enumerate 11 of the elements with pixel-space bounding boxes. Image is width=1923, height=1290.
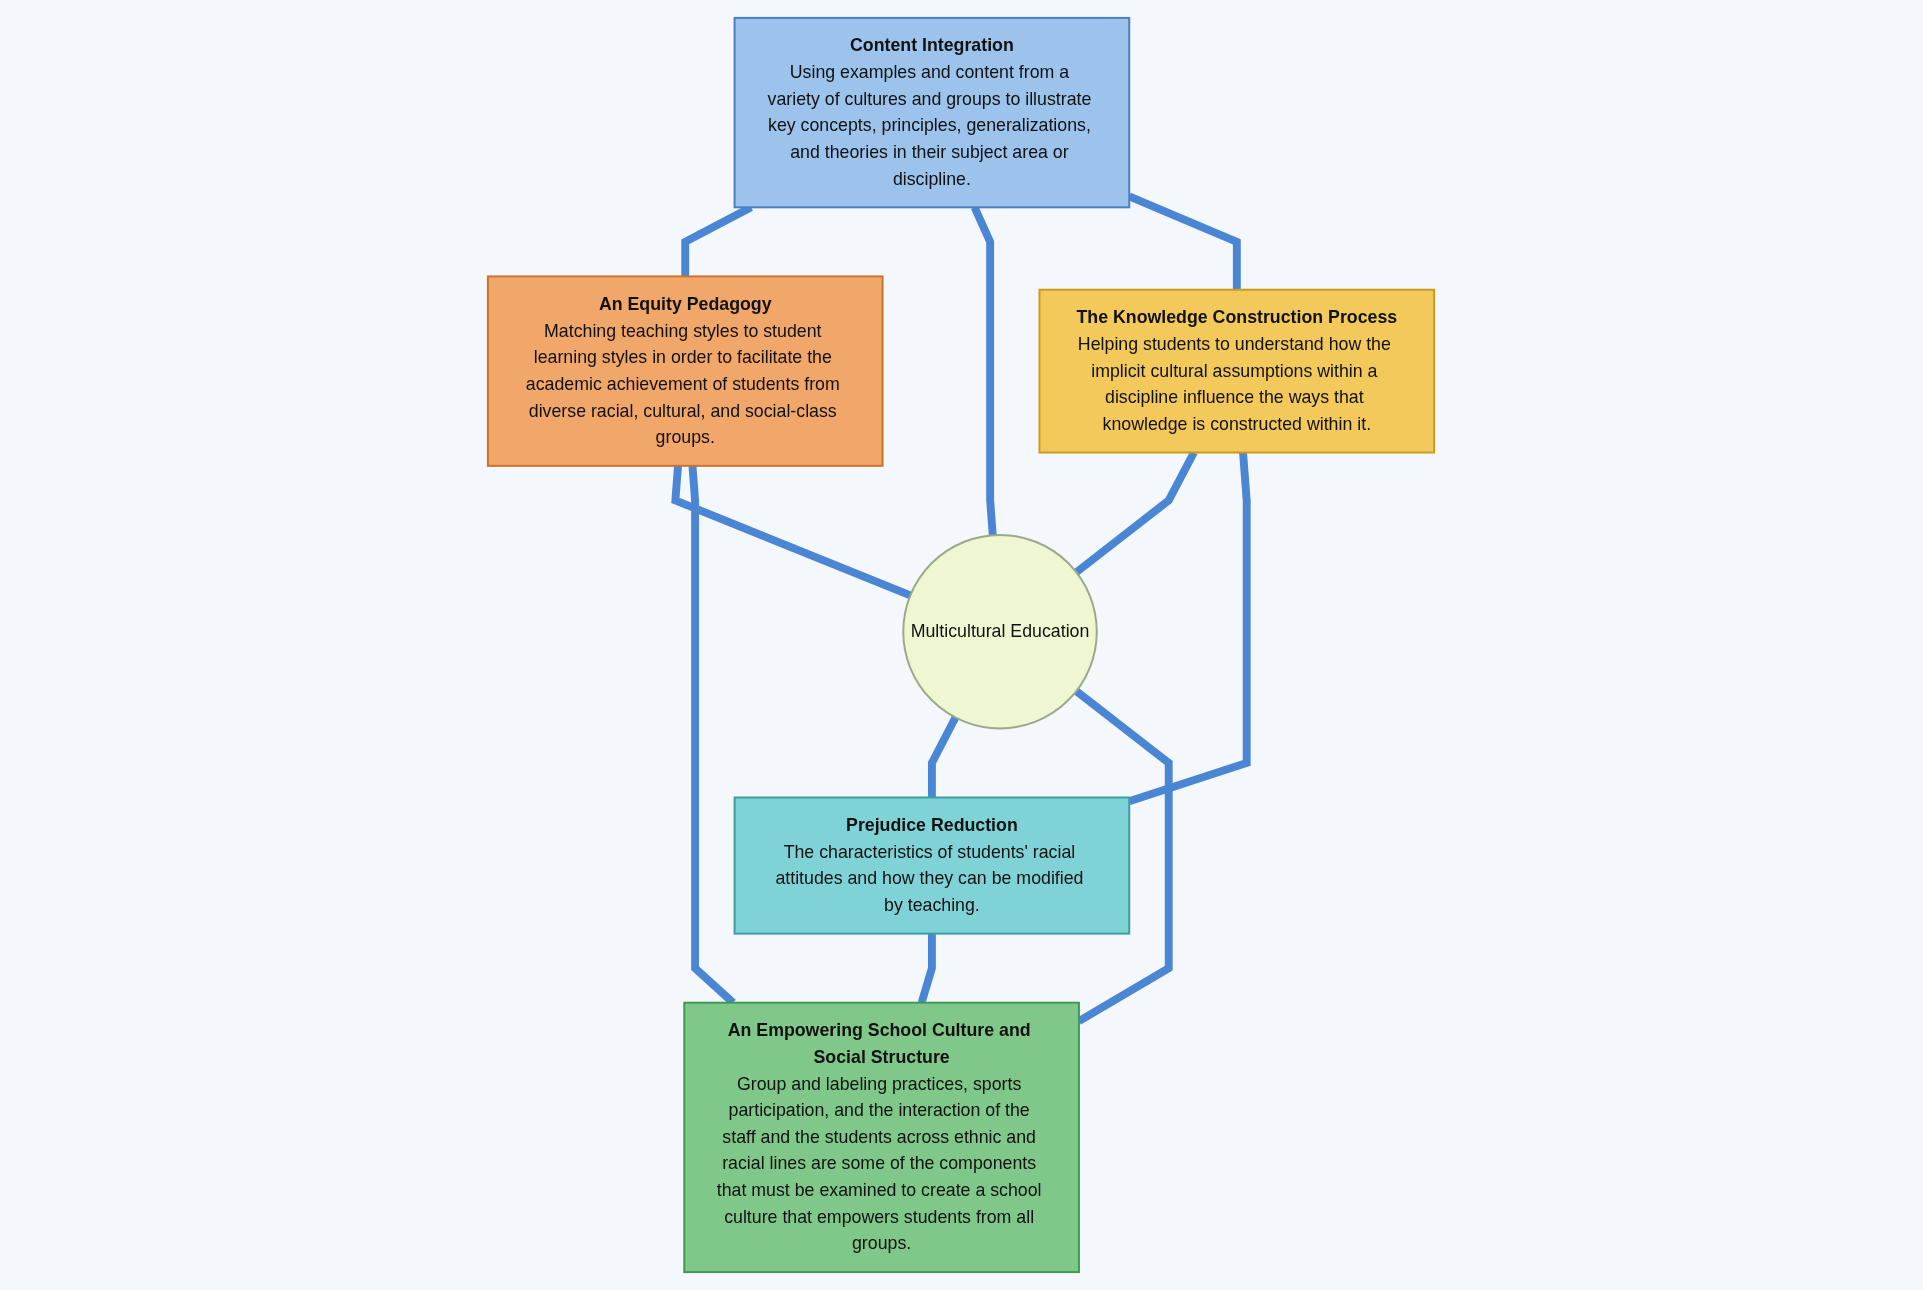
connector: [918, 933, 937, 1004]
node-box: An Empowering School Culture and Social Structure Group and labeling practices, sports participation, and the interaction of the staff and the students across ethnic and racial lines are some of the components that must be examined to create a school culture that empowers students from all groups.: [683, 1001, 1081, 1274]
connector: [1128, 452, 1252, 805]
connector: [1074, 687, 1174, 1025]
node-box: Content Integration Using examples and content from a variety of cultures and groups to illustrate key concepts, principles, generalizations, and theories in their subject area or discipline.: [734, 16, 1131, 209]
connector: [928, 715, 960, 798]
connector: [671, 465, 913, 600]
node-box: Prejudice Reduction The characteristics of students' racial attitudes and how they can be modified by teaching.: [734, 796, 1131, 935]
node-circle: Multicultural Education: [902, 533, 1099, 730]
node-box: An Equity Pedagogy Matching teaching styles to student learning styles in order to facilitate the academic achievement of students from diverse racial, cultural, and social-class groups.: [487, 275, 885, 467]
node-box: The Knowledge Construction Process Helping students to understand how the implicit cultural assumptions within a discipline influence the ways that knowledge is constructed within it.: [1038, 288, 1436, 454]
